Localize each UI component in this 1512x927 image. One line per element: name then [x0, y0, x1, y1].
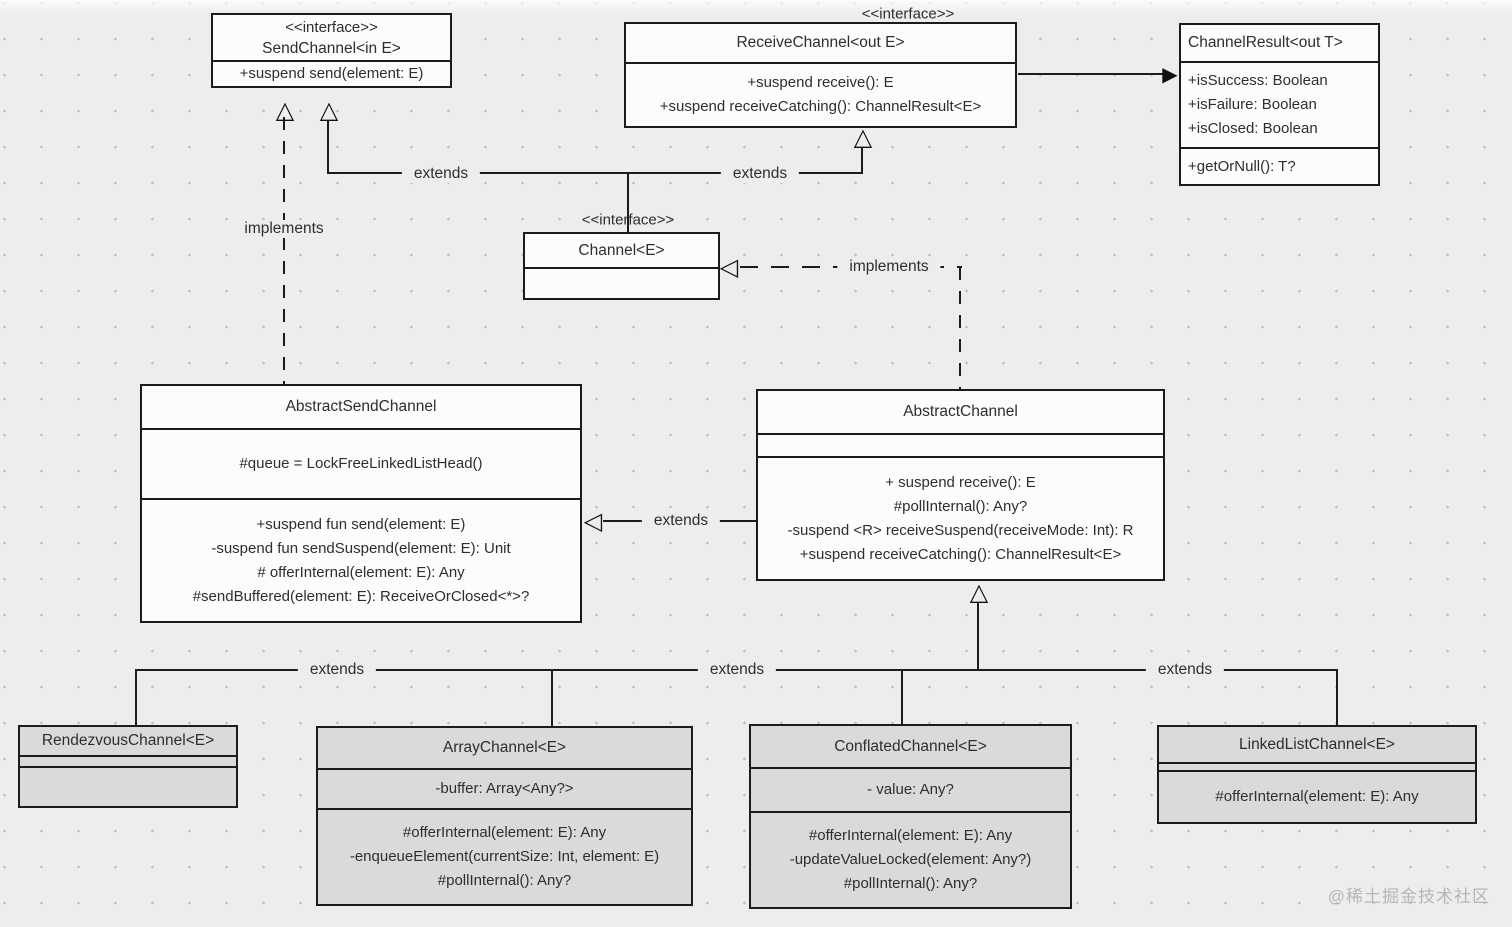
- extends-edge-receive-vertical: [861, 147, 863, 174]
- class-name: ArrayChannel<E>: [442, 739, 567, 756]
- extends-edge-horizontal: [327, 172, 863, 174]
- class-name: ChannelResult<out T>: [1188, 34, 1343, 51]
- inheritance-triangle-left-icon: ◁: [719, 253, 739, 281]
- class-name: RendezvousChannel<E>: [41, 732, 215, 749]
- class-name: AbstractSendChannel: [285, 398, 437, 415]
- method-item: +suspend receive(): E: [747, 74, 894, 91]
- edge-label-extends: extends: [401, 165, 481, 183]
- edge-label-extends: extends: [641, 512, 721, 530]
- association-edge-channelresult: [1018, 73, 1168, 75]
- inheritance-triangle-up-icon: △: [969, 578, 989, 606]
- extends-drop-conflated: [901, 669, 903, 725]
- implements-edge-channel-vertical: [959, 267, 961, 389]
- stereotype-label: <<interface>>: [285, 18, 378, 36]
- method-item: +suspend send(element: E): [239, 65, 424, 82]
- class-linkedlistchannel: LinkedListChannel<E> #offerInternal(elem…: [1157, 725, 1477, 824]
- method-item: # offerInternal(element: E): Any: [257, 563, 465, 581]
- inheritance-triangle-up-icon: △: [319, 96, 339, 124]
- field-item: +isClosed: Boolean: [1188, 120, 1318, 137]
- watermark: @稀土掘金技术社区: [1327, 887, 1490, 906]
- method-item: -enqueueElement(currentSize: Int, elemen…: [349, 848, 660, 865]
- edge-label-extends: extends: [297, 661, 377, 679]
- class-sendchannel: <<interface>> SendChannel<in E> +suspend…: [211, 13, 452, 88]
- method-item: +suspend receiveCatching(): ChannelResul…: [799, 545, 1122, 563]
- class-receivechannel: ReceiveChannel<out E> +suspend receive()…: [624, 22, 1017, 128]
- method-item: +getOrNull(): T?: [1188, 157, 1296, 175]
- inheritance-triangle-up-icon: △: [853, 123, 873, 151]
- edge-label-implements: implements: [232, 220, 336, 238]
- arrow-right-icon: ▶: [1162, 62, 1178, 86]
- class-name: ConflatedChannel<E>: [834, 737, 987, 755]
- inheritance-triangle-left-icon: ◁: [583, 507, 603, 535]
- method-item: #offerInternal(element: E): Any: [808, 827, 1013, 844]
- extends-drop-linkedlist: [1336, 669, 1338, 726]
- method-item: -suspend <R> receiveSuspend(receiveMode:…: [787, 521, 1134, 539]
- class-conflatedchannel: ConflatedChannel<E> - value: Any? #offer…: [749, 724, 1072, 909]
- method-item: #offerInternal(element: E): Any: [1215, 788, 1419, 805]
- class-name: AbstractChannel: [903, 403, 1018, 420]
- class-name: ReceiveChannel<out E>: [736, 34, 905, 51]
- edge-label-extends: extends: [1145, 661, 1225, 679]
- extends-edge-abstractchannel-vertical: [977, 602, 979, 670]
- class-channelresult: ChannelResult<out T> +isSuccess: Boolean…: [1179, 23, 1380, 186]
- edge-label-implements: implements: [837, 258, 941, 276]
- method-item: -updateValueLocked(element: Any?): [789, 851, 1032, 868]
- implements-edge-send: [283, 117, 285, 384]
- stereotype-label: <<interface>>: [861, 5, 955, 23]
- class-name: SendChannel<in E>: [262, 39, 401, 57]
- extends-drop-rendezvous: [135, 669, 137, 726]
- method-item: #pollInternal(): Any?: [893, 497, 1028, 515]
- method-item: #sendBuffered(element: E): ReceiveOrClos…: [192, 587, 530, 605]
- field-item: +isFailure: Boolean: [1188, 96, 1317, 113]
- method-item: +suspend receiveCatching(): ChannelResul…: [659, 98, 982, 115]
- field-item: +isSuccess: Boolean: [1188, 72, 1328, 89]
- class-abstractchannel: AbstractChannel + suspend receive(): E #…: [756, 389, 1165, 581]
- class-rendezvouschannel: RendezvousChannel<E>: [18, 725, 238, 808]
- method-item: #pollInternal(): Any?: [437, 872, 572, 889]
- method-item: #pollInternal(): Any?: [843, 875, 978, 892]
- edge-label-extends: extends: [697, 661, 777, 679]
- method-item: + suspend receive(): E: [885, 473, 1036, 491]
- class-arraychannel: ArrayChannel<E> -buffer: Array<Any?> #of…: [316, 726, 693, 906]
- field-item: -buffer: Array<Any?>: [435, 780, 574, 797]
- method-item: -suspend fun sendSuspend(element: E): Un…: [211, 539, 511, 557]
- method-item: +suspend fun send(element: E): [256, 515, 466, 533]
- method-item: #offerInternal(element: E): Any: [402, 824, 607, 841]
- inheritance-triangle-up-icon: △: [275, 96, 295, 124]
- field-item: - value: Any?: [867, 781, 954, 798]
- edge-label-extends: extends: [720, 165, 800, 183]
- class-name: LinkedListChannel<E>: [1239, 735, 1395, 753]
- extends-drop-array: [551, 669, 553, 727]
- field-item: #queue = LockFreeLinkedListHead(): [239, 455, 483, 472]
- class-name: Channel<E>: [578, 241, 665, 259]
- stereotype-label: <<interface>>: [581, 211, 675, 229]
- class-abstractsendchannel: AbstractSendChannel #queue = LockFreeLin…: [140, 384, 582, 623]
- extends-edge-send-vertical: [327, 120, 329, 174]
- extends-edge-channel-vertical: [627, 172, 629, 233]
- class-channel: Channel<E>: [523, 232, 720, 300]
